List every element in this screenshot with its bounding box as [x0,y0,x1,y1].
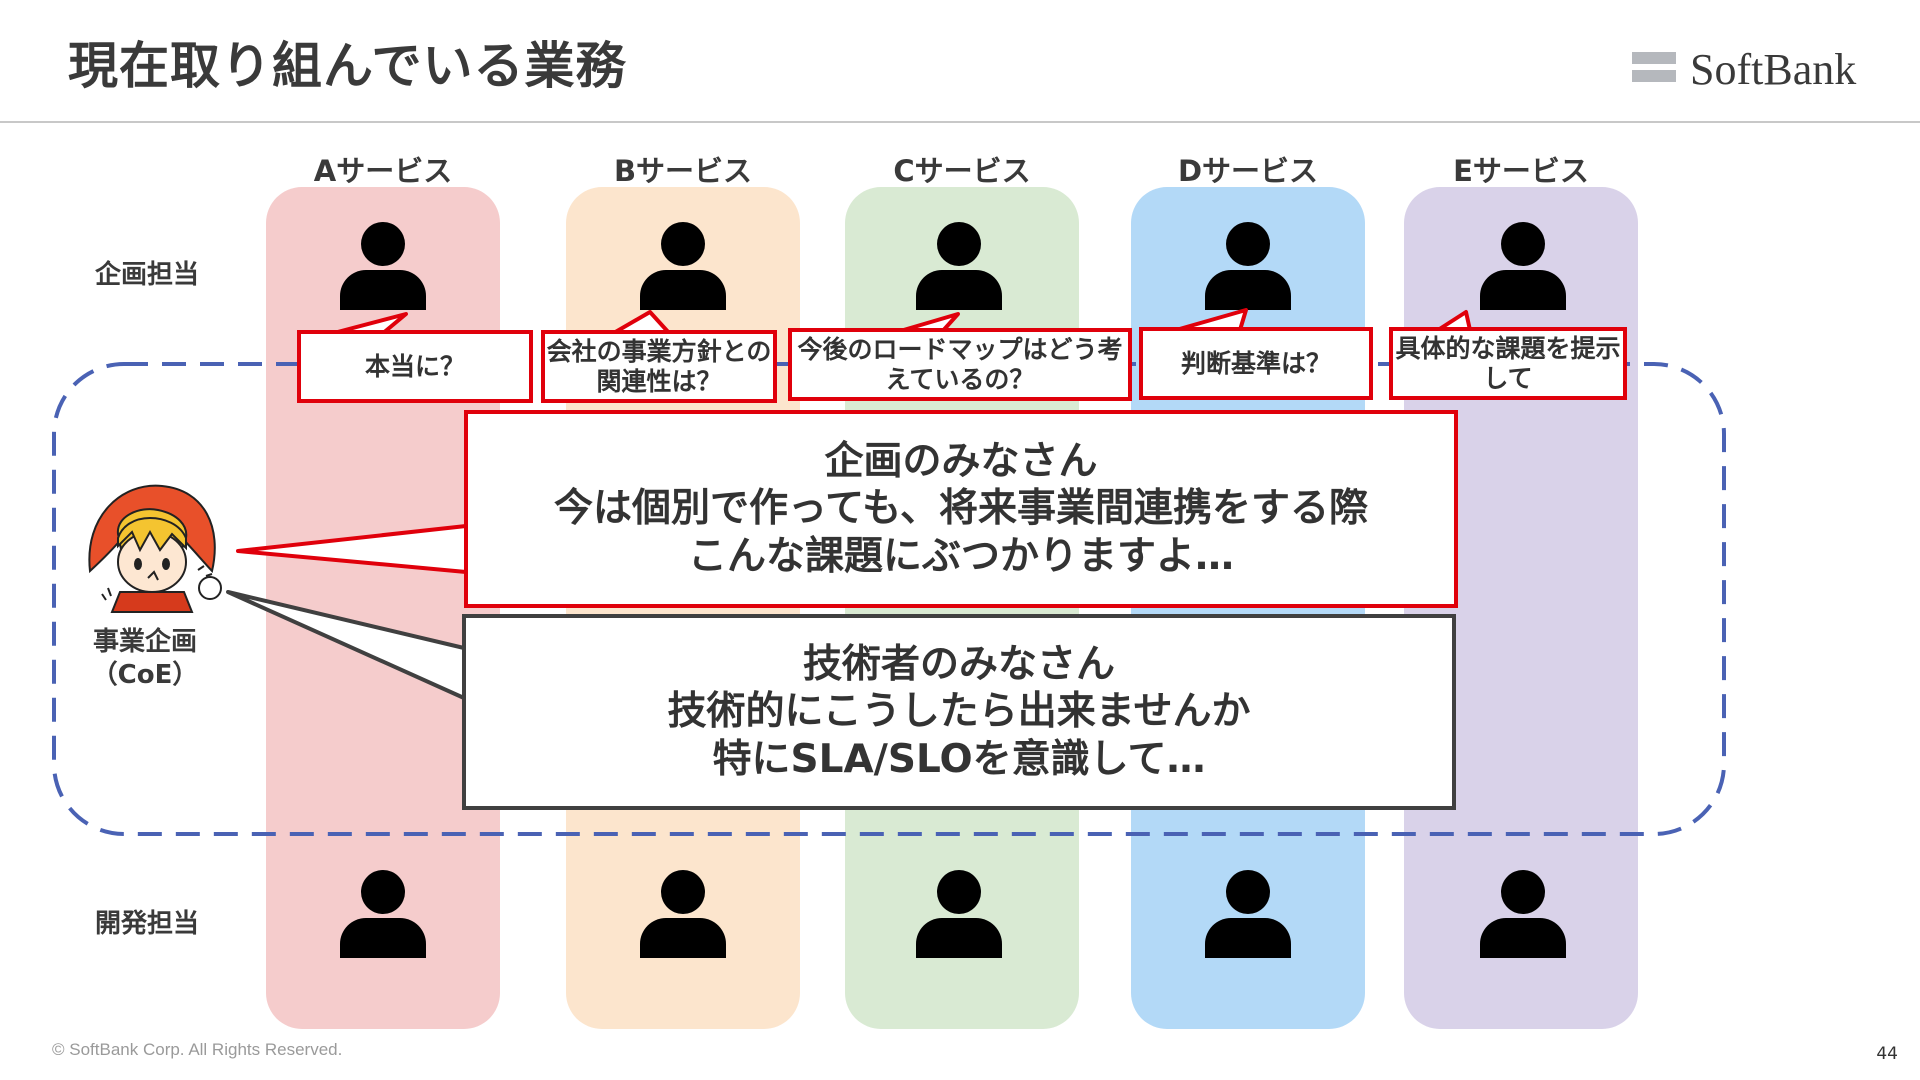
engineer-message-box: 技術者のみなさん 技術的にこうしたら出来ませんか 特にSLA/SLOを意識して… [462,614,1456,810]
page-number: 44 [1876,1044,1898,1064]
question-note-c: 今後のロードマップはどう考えているの？ [788,328,1132,401]
developer-person-icon [340,870,426,958]
question-note-b: 会社の事業方針との関連性は？ [541,330,777,403]
copyright: © SoftBank Corp. All Rights Reserved. [52,1040,343,1059]
service-heading-b: Bサービス [613,154,753,188]
developer-person-icon [916,870,1002,958]
development-row-label: 開発担当 [95,909,200,939]
question-note-d: 判断基準は？ [1139,327,1373,400]
developer-person-icon [1205,870,1291,958]
planning-row-label: 企画担当 [95,260,200,290]
planner-person-icon [1205,222,1291,310]
developer-person-icon [640,870,726,958]
developer-person-icon [1480,870,1566,958]
logo-bars-icon [1632,52,1676,88]
service-heading-c: Cサービス [893,154,1031,188]
service-heading-d: Dサービス [1177,154,1319,188]
coe-label-line1: 事業企画 [92,627,197,657]
planner-message-box: 企画のみなさん 今は個別で作っても、将来事業間連携をする際 こんな課題にぶつかり… [464,410,1458,608]
page-title: 現在取り組んでいる業務 [68,37,627,95]
planner-person-icon [916,222,1002,310]
service-heading-e: Eサービス [1453,154,1589,188]
planner-message-tail [236,524,468,574]
question-note-e: 具体的な課題を提示して [1389,327,1627,400]
header-divider [0,121,1920,123]
question-note-a: 本当に？ [297,330,533,403]
engineer-message-tail [226,590,466,700]
planner-person-icon [1480,222,1566,310]
coe-label-line2: （CoE） [91,659,199,690]
service-heading-a: Aサービス [313,154,453,188]
planner-person-icon [340,222,426,310]
coe-character-icon [88,484,222,613]
planner-person-icon [640,222,726,310]
coe-label: 事業企画 （CoE） [80,626,210,691]
logo-text: SoftBank [1690,45,1857,94]
